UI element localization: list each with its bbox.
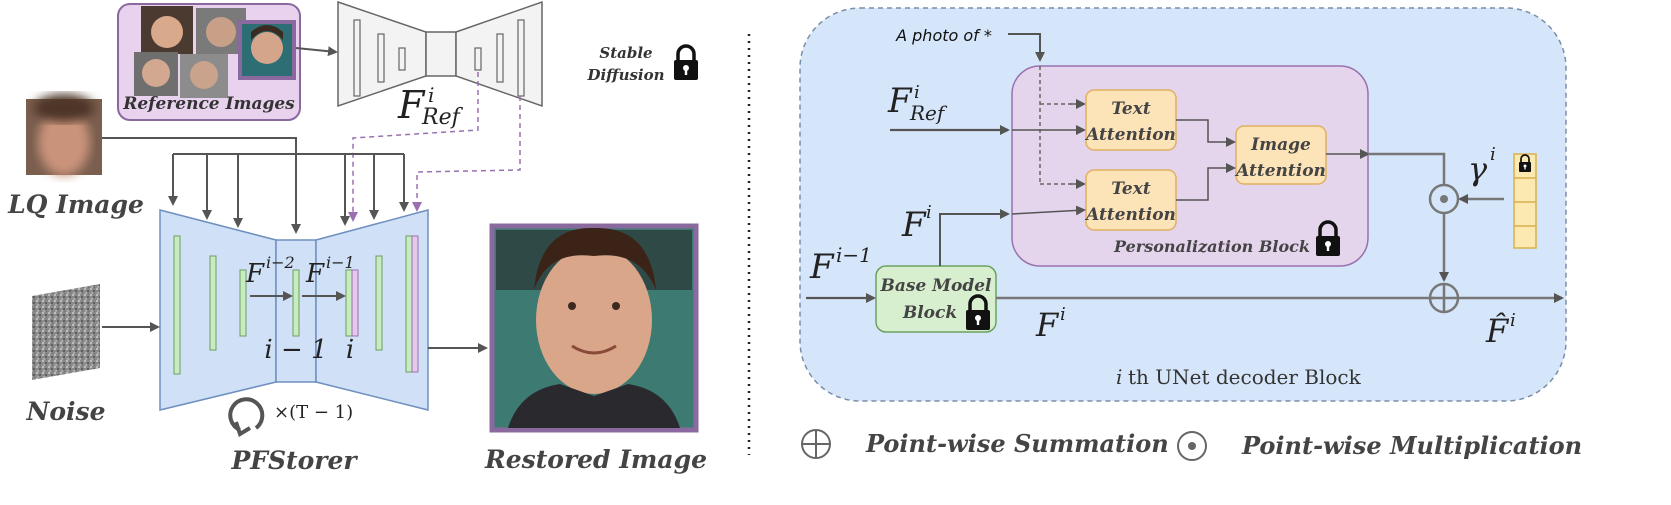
- svg-text:Image: Image: [1250, 135, 1311, 155]
- svg-text:i: i: [1510, 310, 1516, 331]
- lock-icon: [672, 44, 700, 82]
- svg-text:i: i: [1060, 304, 1066, 325]
- svg-text:Text: Text: [1111, 179, 1151, 199]
- svg-text:Attention: Attention: [1234, 161, 1326, 181]
- personalization-block-label: Personalization Block: [1113, 237, 1310, 256]
- svg-text:Base Model: Base Model: [879, 276, 992, 296]
- prompt-arrow: [1008, 33, 1045, 62]
- unet-feature-bars: [173, 235, 419, 375]
- image-attention-box: [1235, 125, 1327, 185]
- loop-count-label: ×(T − 1): [274, 402, 353, 423]
- svg-text:F: F: [887, 81, 913, 121]
- reference-images-label: Reference Images: [122, 94, 295, 114]
- ref-feature-dashed-line-1: [348, 72, 479, 222]
- svg-text:i: i: [1116, 365, 1122, 389]
- gamma-label: γ i: [1468, 144, 1496, 188]
- svg-text:Block: Block: [902, 303, 957, 323]
- decoder-block-caption: i th UNet decoder Block: [1116, 365, 1362, 389]
- svg-text:Attention: Attention: [1084, 125, 1176, 145]
- i-minus-1-label: i − 1: [264, 335, 327, 365]
- ref-unet-middle: [425, 31, 457, 77]
- svg-text:F: F: [397, 83, 426, 127]
- svg-text:F: F: [305, 259, 325, 289]
- svg-text:F: F: [809, 247, 835, 287]
- f-hat-label: F̂ i: [1485, 310, 1516, 350]
- svg-text:F: F: [901, 205, 927, 245]
- svg-text:i: i: [1490, 144, 1496, 165]
- loop-icon: [228, 397, 265, 437]
- summation-legend-label: Point-wise Summation: [865, 429, 1169, 458]
- f-i-minus-1-right-label: F i−1: [809, 243, 872, 287]
- lq-image-label: LQ Image: [7, 190, 144, 219]
- svg-text:i−1: i−1: [326, 253, 355, 272]
- multiply-icon: [1177, 431, 1207, 461]
- svg-text:i: i: [428, 83, 434, 107]
- f-ref-label-left: F i Ref: [397, 83, 464, 130]
- svg-text:Text: Text: [1111, 99, 1151, 119]
- f-i-lower-label: F i: [1035, 304, 1066, 344]
- sum-icon: [801, 429, 831, 459]
- stable-label: Stable: [599, 44, 652, 62]
- f-i-upper-label: F i: [901, 202, 932, 245]
- svg-text:F: F: [245, 259, 265, 289]
- noise-image: [32, 284, 100, 380]
- i-label: i: [346, 335, 354, 365]
- svg-text:i: i: [926, 202, 932, 223]
- pfstorer-label: PFStorer: [230, 446, 358, 475]
- ref-unet-decoder: [455, 0, 543, 108]
- lq-to-middle-arrow: [102, 137, 301, 234]
- ref-feature-dashed-line-2: [412, 96, 521, 212]
- restored-image-label: Restored Image: [484, 445, 707, 474]
- svg-text:Attention: Attention: [1084, 205, 1176, 225]
- noise-label: Noise: [25, 397, 105, 426]
- gamma-vector: [1513, 153, 1537, 249]
- f-ref-label-right: F i Ref: [887, 81, 948, 125]
- svg-text:th UNet decoder Block: th UNet decoder Block: [1128, 365, 1362, 389]
- svg-text:i−1: i−1: [836, 243, 872, 267]
- svg-text:γ: γ: [1468, 150, 1488, 188]
- svg-text:F̂: F̂: [1485, 312, 1510, 350]
- diffusion-label: Diffusion: [586, 66, 664, 84]
- svg-text:Ref: Ref: [909, 101, 948, 125]
- f-i-minus-1-label: F i−1: [305, 253, 355, 289]
- ref-to-encoder-arrow: [295, 46, 338, 57]
- svg-text:i−2: i−2: [266, 253, 295, 272]
- lq-image: [26, 94, 102, 176]
- sum-node: [1428, 282, 1460, 314]
- multiplication-legend-label: Point-wise Multiplication: [1241, 431, 1582, 460]
- svg-text:F: F: [1035, 306, 1060, 344]
- restored-image: [489, 223, 699, 433]
- text-prompt: A photo of *: [895, 26, 992, 45]
- reference-face-thumbnails: [134, 6, 296, 98]
- svg-text:Ref: Ref: [421, 105, 464, 130]
- f-i-minus-2-label: F i−2: [245, 253, 295, 289]
- svg-text:i: i: [914, 82, 920, 103]
- unet-decoder: [315, 209, 429, 411]
